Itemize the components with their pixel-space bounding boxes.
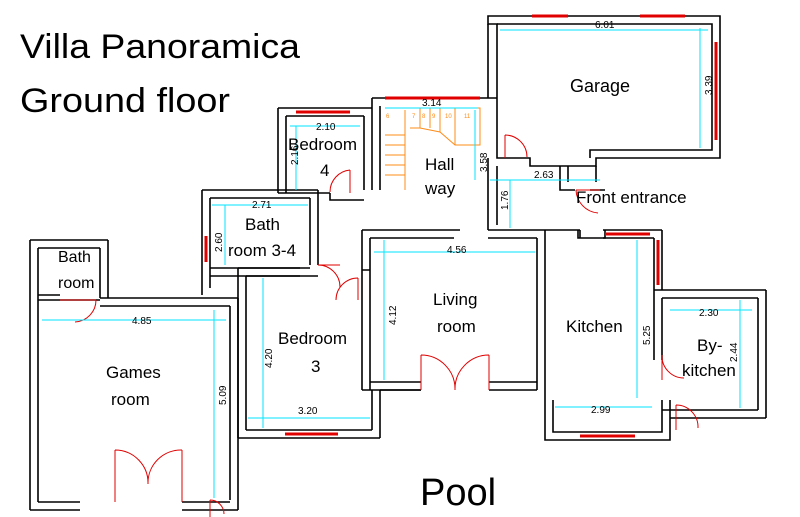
door-bedroom4-icon: [329, 169, 351, 193]
dimension-labels: 6.01 3.39 3.14 3.58 2.63 1.76 2.10 2.16 …: [132, 20, 740, 417]
door-bath34-icon: [317, 264, 341, 288]
dim-bykitchen-width: 2.30: [699, 308, 719, 319]
door-games-lower-icon: [209, 499, 225, 517]
room-label-bathroom: Bath: [58, 249, 91, 266]
dim-entrance-width: 2.63: [534, 170, 554, 181]
room-label-front-entrance: Front entrance: [576, 188, 687, 207]
walls: [29, 15, 767, 511]
dim-kitchen-width: 2.99: [591, 405, 611, 416]
doors: [60, 134, 699, 517]
plan-title-line2: Ground floor: [20, 82, 230, 120]
dim-living-depth: 4.12: [388, 305, 399, 325]
dim-bedroom3-depth: 4.20: [264, 348, 275, 368]
stair-number: 6: [386, 114, 390, 120]
room-label-bykitchen-2: kitchen: [682, 361, 736, 380]
door-kitchen-icon: [661, 354, 685, 380]
room-label-bedroom4: Bedroom: [288, 135, 357, 154]
stair-number: 7: [412, 114, 416, 120]
bedroom3-walls: [237, 267, 381, 439]
dimension-lines: [42, 28, 752, 498]
garage-walls-inner: [497, 23, 713, 158]
dim-kitchen-depth: 5.25: [642, 325, 653, 345]
bykitchen-walls: [653, 289, 767, 419]
stairs: [385, 107, 481, 190]
kitchen-walls: [544, 229, 671, 441]
room-label-games: Games: [106, 363, 161, 382]
door-bathroom-icon: [60, 299, 97, 323]
dim-stairs-width: 3.14: [422, 98, 442, 109]
door-garage-icon: [504, 134, 528, 158]
room-label-bedroom4-num: 4: [320, 161, 329, 180]
dim-garage-width: 6.01: [595, 20, 615, 31]
room-label-bath34: Bath: [245, 215, 280, 234]
door-entrance-icon: [575, 189, 600, 214]
room-label-bathroom-2: room: [58, 275, 94, 292]
room-labels: Garage Bedroom 4 Hall way Front entrance…: [58, 76, 736, 409]
stair-number: 10: [445, 114, 452, 120]
stair-number: 8: [422, 114, 426, 120]
dim-garage-depth: 3.39: [704, 75, 715, 95]
dim-bedroom4-width: 2.10: [316, 122, 336, 133]
door-games-icon: [114, 449, 183, 502]
room-label-hallway: Hall: [425, 155, 454, 174]
garage-walls: [487, 15, 721, 167]
dim-living-width: 4.56: [447, 245, 467, 256]
stair-number: 11: [464, 114, 471, 120]
room-label-living: Living: [433, 290, 477, 309]
dim-entrance-depth: 1.76: [500, 190, 511, 210]
bedroom4-walls: [277, 107, 372, 201]
room-label-kitchen: Kitchen: [566, 317, 623, 336]
pool-label: Pool: [420, 472, 496, 514]
entrance-walls: [559, 166, 606, 239]
stair-numbers: 6 7 8 9 10 11: [386, 114, 471, 120]
dim-games-depth: 5.09: [218, 385, 229, 405]
dim-bath34-depth: 2.60: [214, 232, 225, 252]
plan-title-line1: Villa Panoramica: [20, 28, 300, 66]
room-label-bedroom3: Bedroom: [278, 329, 347, 348]
dim-bykitchen-depth: 2.44: [729, 342, 740, 362]
door-living-icon: [420, 354, 490, 391]
door-kitchen-lower-icon: [675, 404, 699, 430]
room-label-bath34-2: room 3-4: [228, 241, 296, 260]
dim-games-width: 4.85: [132, 316, 152, 327]
dim-bedroom3-width: 3.20: [298, 406, 318, 417]
room-label-hallway-2: way: [424, 179, 456, 198]
room-label-games-2: room: [111, 390, 150, 409]
hallway-east: [487, 158, 498, 230]
room-label-bykitchen: By-: [697, 336, 723, 355]
windows: [204, 14, 718, 438]
room-label-bedroom3-num: 3: [311, 357, 320, 376]
dim-bedroom4-depth: 2.16: [290, 145, 301, 165]
dim-bath34-width: 2.71: [252, 200, 272, 211]
room-label-garage: Garage: [570, 76, 630, 96]
door-bedroom3-icon: [335, 277, 359, 301]
stair-number: 9: [432, 114, 436, 120]
room-label-living-2: room: [437, 317, 476, 336]
dim-hall-depth: 3.58: [479, 152, 490, 172]
